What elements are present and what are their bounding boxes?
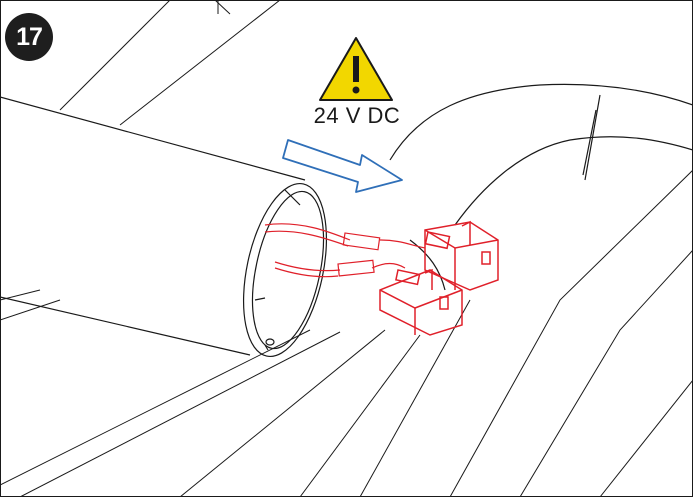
tube [0, 96, 328, 358]
hose [389, 83, 693, 291]
step-number-badge: 17 [5, 13, 53, 61]
voltage-label: 24 V DC [313, 103, 401, 128]
connector-lower [379, 268, 463, 336]
warning-triangle-icon [319, 37, 393, 101]
wires [264, 223, 426, 278]
direction-arrow-icon [282, 139, 403, 193]
connector-upper [424, 220, 499, 291]
